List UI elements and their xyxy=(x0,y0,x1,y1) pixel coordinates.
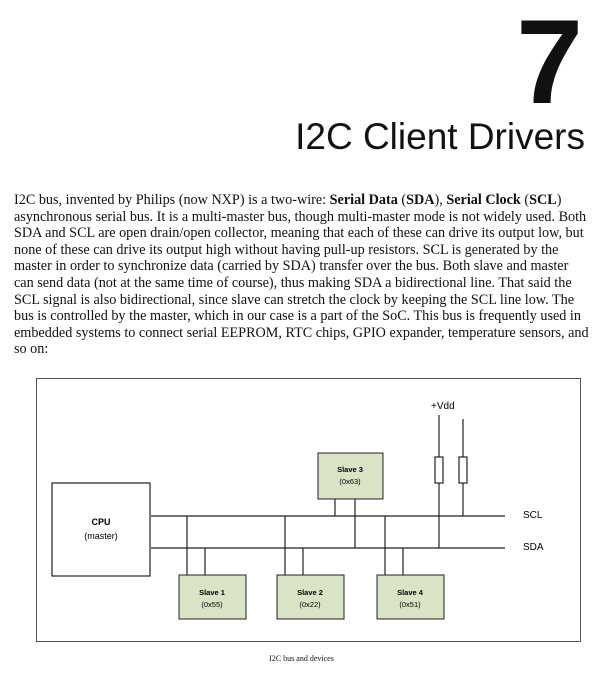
cpu-label: CPU xyxy=(91,517,110,527)
paragraph-bold-term: Serial Data xyxy=(329,192,398,208)
slave4-box xyxy=(376,574,445,620)
slave1-label: Slave 1 xyxy=(199,588,225,597)
body-paragraph: I2C bus, invented by Philips (now NXP) i… xyxy=(14,192,589,358)
i2c-bus-diagram: CPU (master) Slave 3 (0x63) Slave 1 (0x5… xyxy=(36,378,581,642)
vdd-label: +Vdd xyxy=(431,401,455,412)
paragraph-bold-term: SCL xyxy=(529,192,557,208)
paragraph-text: ), xyxy=(434,192,447,208)
slave2-box xyxy=(276,574,345,620)
chapter-number: 7 xyxy=(516,0,583,129)
slave4-address: (0x51) xyxy=(399,600,421,609)
paragraph-text: ( xyxy=(397,192,407,208)
slave3-address: (0x63) xyxy=(339,477,361,486)
paragraph-text: ( xyxy=(520,192,530,208)
slave1-box xyxy=(178,574,247,620)
chapter-title: I2C Client Drivers xyxy=(295,116,585,157)
i2c-diagram-svg: CPU (master) Slave 3 (0x63) Slave 1 (0x5… xyxy=(51,401,544,620)
slave3-box xyxy=(317,452,384,500)
figure-caption: I2C bus and devices xyxy=(269,654,334,663)
slave3-label: Slave 3 xyxy=(337,465,363,474)
paragraph-bold-term: SDA xyxy=(406,192,435,208)
paragraph-bold-term: Serial Clock xyxy=(446,192,521,208)
scl-label: SCL xyxy=(523,510,543,521)
sda-label: SDA xyxy=(523,542,544,553)
cpu-box xyxy=(51,482,151,577)
pullup-resistor-left xyxy=(434,456,444,484)
slave2-label: Slave 2 xyxy=(297,588,323,597)
pullup-resistor-right xyxy=(458,456,468,484)
paragraph-text: I2C bus, invented by Philips (now NXP) i… xyxy=(14,192,330,208)
bus-wiring xyxy=(151,415,505,575)
slave2-address: (0x22) xyxy=(299,600,321,609)
cpu-role: (master) xyxy=(84,531,118,541)
slave4-label: Slave 4 xyxy=(397,588,424,597)
slave1-address: (0x55) xyxy=(201,600,223,609)
paragraph-text: ) asynchronous serial bus. It is a multi… xyxy=(14,192,589,358)
